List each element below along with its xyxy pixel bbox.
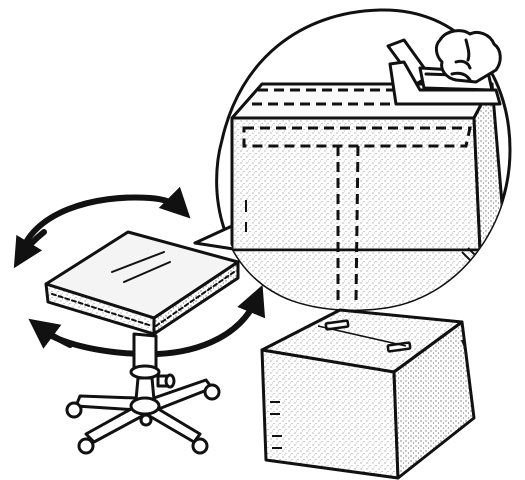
cardboard-box — [262, 310, 474, 478]
caster-wheel — [193, 439, 207, 453]
stapler-icon — [388, 31, 500, 104]
box-front — [262, 350, 398, 478]
caster-wheel — [67, 403, 81, 417]
rotation-arrow-bottom-start — [38, 326, 70, 345]
magnified-cushion-bottom — [232, 240, 510, 320]
caster-wheel — [205, 385, 219, 399]
callout-bubble — [195, 10, 510, 320]
caster-wheel — [79, 439, 93, 453]
